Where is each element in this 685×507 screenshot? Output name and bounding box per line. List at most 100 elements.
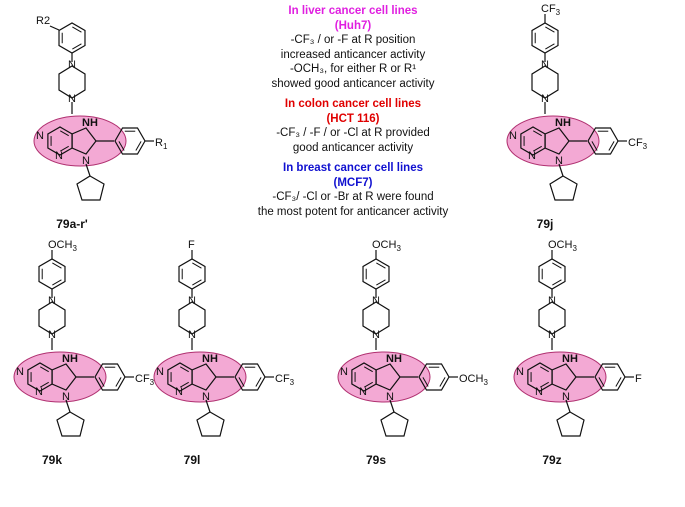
liver-cell-line: (Huh7): [334, 19, 372, 32]
purine-n3: N: [535, 386, 543, 398]
aryl-ring: [594, 363, 626, 391]
purine-n3: N: [175, 386, 183, 398]
top-substituent-label: OCH3: [372, 239, 401, 253]
breast-note-1: -CF₃/ -Cl or -Br at R were found: [272, 191, 434, 203]
purine-n9: N: [555, 155, 563, 167]
breast-heading: In breast cancer cell lines: [283, 162, 423, 174]
compound-label: 79a-r': [56, 217, 88, 231]
breast-note-2: the most potent for anticancer activity: [257, 205, 449, 218]
cyclopentyl-ring: [556, 411, 585, 437]
piperazine-n-bottom: N: [48, 329, 56, 341]
compound-label: 79k: [42, 453, 62, 467]
aryl-substituent-label: OCH3: [459, 373, 488, 387]
activity-notes: In liver cancer cell lines (Huh7) -CF₃ /…: [228, 4, 478, 219]
piperazine-n-bottom: N: [541, 93, 549, 105]
aryl-ring: [418, 363, 450, 391]
piperazine-n-top: N: [68, 59, 76, 71]
aryl-substituent-label: CF3: [135, 373, 155, 387]
aryl-ring: [234, 363, 266, 391]
liver-heading: In liver cancer cell lines: [288, 5, 418, 17]
purine-n9: N: [62, 391, 70, 403]
imidazoline-ring: [544, 127, 570, 155]
purine-n1: N: [156, 366, 164, 378]
purine-nh: NH: [386, 353, 402, 365]
imidazoline-ring: [375, 363, 401, 391]
compound-label: 79j: [537, 217, 554, 231]
top-substituent-label: R2: [36, 15, 50, 27]
piperazine-n-bottom: N: [188, 329, 196, 341]
imidazoline-ring: [191, 363, 217, 391]
liver-note-3: -OCH₃, for either R or R¹: [289, 63, 417, 75]
colon-heading: In colon cancer cell lines: [284, 98, 422, 110]
purine-n3: N: [35, 386, 43, 398]
aryl-ring: [94, 363, 126, 391]
compound-label: 79z: [542, 453, 561, 467]
aryl-substituent-label: F: [635, 373, 642, 385]
purine-nh: NH: [62, 353, 78, 365]
top-substituent-label: F: [188, 239, 195, 251]
top-substituent-label: OCH3: [548, 239, 577, 253]
purine-n1: N: [516, 366, 524, 378]
top-phenyl-ring: [38, 258, 66, 290]
top-phenyl-ring: [531, 22, 559, 54]
aryl-substituent-label: CF3: [275, 373, 295, 387]
purine-n1: N: [340, 366, 348, 378]
top-phenyl-ring: [362, 258, 390, 290]
top-phenyl-ring: [58, 22, 86, 54]
purine-nh: NH: [202, 353, 218, 365]
cyclopentyl-ring: [549, 175, 578, 201]
piperazine-ring: [178, 301, 206, 335]
cyclopentyl-ring: [196, 411, 225, 437]
piperazine-ring: [531, 65, 559, 99]
purine-n1: N: [509, 130, 517, 142]
purine-n3: N: [359, 386, 367, 398]
top-phenyl-ring: [538, 258, 566, 290]
purine-nh: NH: [82, 117, 98, 129]
purine-n1: N: [16, 366, 24, 378]
purine-nh: NH: [562, 353, 578, 365]
top-substituent-label: OCH3: [48, 239, 77, 253]
purine-n3: N: [55, 150, 63, 162]
piperazine-n-bottom: N: [372, 329, 380, 341]
liver-note-4: showed good anticancer activity: [271, 77, 435, 90]
aryl-ring: [587, 127, 619, 155]
purine-nh: NH: [555, 117, 571, 129]
cyclopentyl-ring: [56, 411, 85, 437]
purine-n9: N: [562, 391, 570, 403]
piperazine-ring: [362, 301, 390, 335]
imidazoline-ring: [551, 363, 577, 391]
compound-label: 79s: [366, 453, 386, 467]
purine-n9: N: [386, 391, 394, 403]
aryl-substituent-label: CF3: [628, 137, 648, 151]
purine-n3: N: [528, 150, 536, 162]
aryl-substituent-label: R1: [155, 137, 168, 151]
piperazine-n-top: N: [548, 295, 556, 307]
imidazoline-ring: [51, 363, 77, 391]
aryl-ring: [114, 127, 146, 155]
piperazine-ring: [38, 301, 66, 335]
purine-n9: N: [202, 391, 210, 403]
compound-label: 79l: [184, 453, 201, 467]
purine-n9: N: [82, 155, 90, 167]
colon-cell-line: (HCT 116): [326, 112, 380, 125]
piperazine-ring: [538, 301, 566, 335]
colon-note-2: good anticancer activity: [292, 141, 414, 154]
cyclopentyl-ring: [380, 411, 409, 437]
piperazine-n-top: N: [188, 295, 196, 307]
piperazine-ring: [58, 65, 86, 99]
piperazine-n-bottom: N: [548, 329, 556, 341]
top-phenyl-ring: [178, 258, 206, 290]
piperazine-n-bottom: N: [68, 93, 76, 105]
liver-note-2: increased anticancer activity: [280, 48, 426, 61]
piperazine-n-top: N: [541, 59, 549, 71]
colon-note-1: -CF₃ / -F / or -Cl at R provided: [276, 127, 430, 139]
cyclopentyl-ring: [76, 175, 105, 201]
imidazoline-ring: [71, 127, 97, 155]
